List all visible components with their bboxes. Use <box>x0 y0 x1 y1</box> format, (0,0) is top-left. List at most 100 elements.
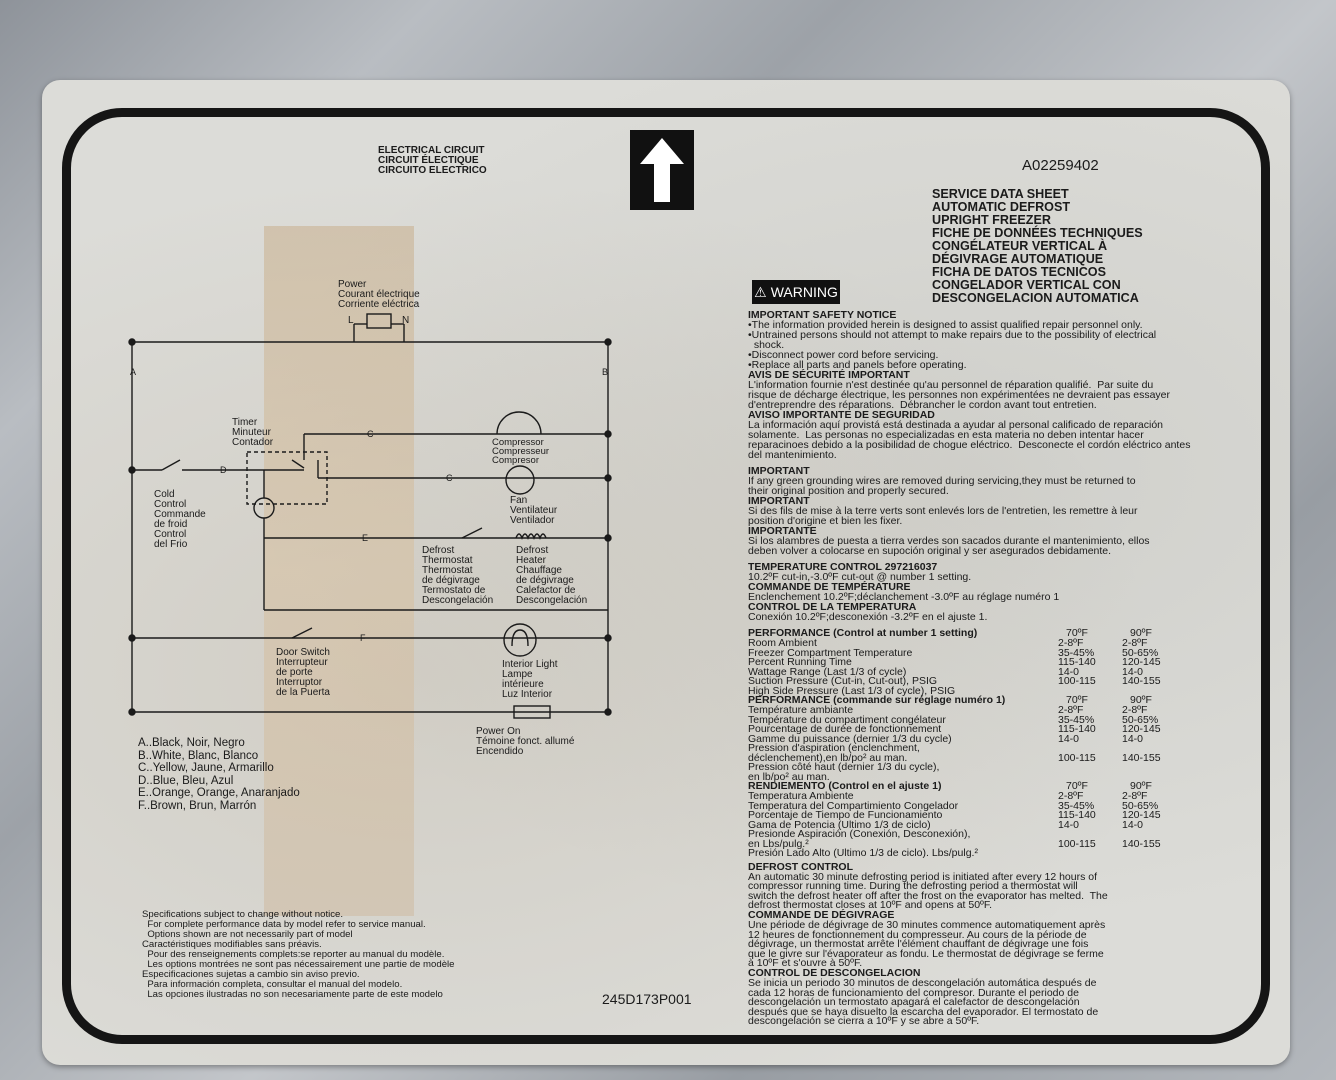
performance-value-70: 35-45% <box>1058 799 1095 812</box>
title-line: CONGÉLATEUR VERTICAL À <box>932 239 1108 253</box>
performance-row-label: Presión Lado Alto (Ultimo 1/3 de ciclo).… <box>748 847 978 859</box>
performance-value-90: 2-8ºF <box>1122 790 1148 802</box>
important-line: Si des fils de mise à la terre verts son… <box>748 505 1138 517</box>
up-arrow-icon <box>630 130 694 210</box>
fan-label: Ventilateur <box>510 505 558 516</box>
performance-value-90: 50-65% <box>1122 713 1159 726</box>
wire-color-legend: D..Blue, Bleu, Azul <box>138 774 234 787</box>
defrost-heater-label: Chauffage <box>516 565 562 576</box>
performance-value-90: 2-8ºF <box>1122 637 1148 649</box>
safety-line: •Disconnect power cord before servicing. <box>748 349 939 361</box>
performance-value-70: 100-115 <box>1058 675 1096 687</box>
title-line: CONGELADOR VERTICAL CON <box>932 278 1121 292</box>
performance-value-90: 14-0 <box>1122 665 1144 678</box>
performance-value-70: 2-8ºF <box>1058 704 1084 716</box>
performance-value-70: 100-115 <box>1058 837 1096 850</box>
door-switch-label: de porte <box>276 667 313 678</box>
performance-value-90: 2-8ºF <box>1122 704 1148 716</box>
label-border <box>62 108 1270 1044</box>
wire-f: F <box>360 633 366 643</box>
safety-line: •The information provided herein is desi… <box>748 319 1143 331</box>
defrost-thermostat-label: Descongelación <box>422 595 494 606</box>
power-label: Power <box>338 279 367 290</box>
performance-value-70: 14-0 <box>1058 665 1080 678</box>
performance-row-label: Pourcentage de durée de fonctionnement <box>748 723 942 735</box>
circuit-title-es: CIRCUITO ELECTRICO <box>378 165 487 176</box>
defrost-line: Se inicia un periodo 30 minutos de desco… <box>748 976 1097 989</box>
service-data-label: ELECTRICAL CIRCUIT CIRCUIT ÉLECTIQUE CIR… <box>42 80 1290 1065</box>
spec-note-line: Pour des renseignements complets:se repo… <box>142 949 445 960</box>
performance-row-label: Porcentaje de Tiempo de Funcionamiento <box>748 809 943 821</box>
performance-value-90: 14-0 <box>1122 732 1144 745</box>
performance-row-label: Percent Running Time <box>748 656 852 668</box>
col-70f: 70ºF <box>1066 780 1088 792</box>
defrost-line: à 10ºF et s'ouvre à 50ºF. <box>748 957 863 970</box>
performance-value-90: 50-65% <box>1122 646 1159 659</box>
performance-row-label: déclenchement),en lb/po² au man. <box>748 751 908 764</box>
wire-c: C <box>367 429 374 439</box>
cold-control-label: de froid <box>154 519 188 530</box>
performance-row-label: Température ambiante <box>748 704 854 716</box>
title-line: FICHA DE DATOS TECNICOS <box>932 265 1106 279</box>
defrost-header: DEFROST CONTROL <box>748 860 853 873</box>
warning-text: WARNING <box>770 284 838 300</box>
label-stain <box>264 226 414 916</box>
temp-control-line: 10.2ºF cut-in,-3.0ºF cut-out @ number 1 … <box>748 571 972 583</box>
compressor-label: Compressor <box>492 437 544 448</box>
performance-row-label: Temperatura Ambiente <box>748 790 854 802</box>
interior-light-label: intérieure <box>502 679 544 690</box>
interior-light-label: Interior Light <box>502 659 558 670</box>
title-line: SERVICE DATA SHEET <box>932 187 1069 201</box>
defrost-thermostat-label: Thermostat <box>422 565 473 576</box>
performance-value-90: 120-145 <box>1122 723 1161 735</box>
wire-a: A <box>130 367 137 377</box>
wire-c: C <box>446 473 453 483</box>
performance-row-label: Suction Pressure (Cut-in, Cut-out), PSIG <box>748 675 938 687</box>
title-line: UPRIGHT FREEZER <box>932 213 1051 227</box>
timer-label: Timer <box>232 417 258 428</box>
wiring-diagram <box>128 313 612 719</box>
cold-control-label: Control <box>154 499 187 510</box>
performance-value-70: 2-8ºF <box>1058 790 1084 802</box>
defrost-heater-label: Calefactor de <box>516 585 576 596</box>
defrost-line: switch the defrost heater off after the … <box>748 889 1108 902</box>
defrost-line: después que se haya disuelto la escarcha… <box>748 1005 1099 1018</box>
defrost-heater-label: Heater <box>516 555 547 566</box>
power-label: Corriente eléctrica <box>338 299 420 310</box>
spec-note-line: Para información completa, consultar el … <box>142 979 403 990</box>
avis-line: L'information fournie n'est destinée qu'… <box>748 379 1154 391</box>
warning-triangle-icon: ⚠ <box>754 283 767 300</box>
important-line: their original position and properly sec… <box>748 485 949 497</box>
power-on-label: Témoine fonct. allumé <box>476 736 575 747</box>
fan-label: Fan <box>510 495 528 506</box>
aviso-line: solamente. Las personas no especializada… <box>748 429 1144 441</box>
cold-control-label: Control <box>154 529 187 540</box>
performance-value-90: 140-155 <box>1122 751 1161 764</box>
door-switch-label: de la Puerta <box>276 687 330 698</box>
performance-value-70: 115-140 <box>1058 656 1096 668</box>
important-line: Si los alambres de puesta a tierra verde… <box>748 535 1150 547</box>
power-on-label: Power On <box>476 726 521 737</box>
defrost-heater-label: de dégivrage <box>516 575 574 586</box>
defrost-line: defrost thermostat closes at 10ºF and op… <box>748 899 993 912</box>
defrost-line: descongelación un termostato apagará el … <box>748 996 1080 1009</box>
cold-control-label: del Frio <box>154 539 188 550</box>
wire-b: B <box>602 367 609 377</box>
timer-label: Minuteur <box>232 427 271 438</box>
important-line: position d'origine et bien les fixer. <box>748 515 903 527</box>
performance-row-label: Température du compartiment congélateur <box>748 713 946 726</box>
temp-control-header: TEMPERATURE CONTROL 297216037 <box>748 561 938 573</box>
safety-line: •Untrained persons should not attempt to… <box>748 329 1157 341</box>
defrost-line: dégivrage, un thermostat arrête l'élémen… <box>748 938 1089 951</box>
temp-control-line: Conexión 10.2ºF;desconexión -3.2ºF en el… <box>748 611 988 623</box>
warning-badge: ⚠ WARNING <box>752 280 840 304</box>
defrost-thermostat-label: Termostato de <box>422 585 486 596</box>
circuit-title-fr: CIRCUIT ÉLECTIQUE <box>378 155 479 166</box>
title-line: AUTOMATIC DEFROST <box>932 200 1071 214</box>
compressor-label: Compresor <box>492 455 539 466</box>
door-switch-label: Interrupteur <box>276 657 328 668</box>
spec-note-line: Caractéristiques modifiables sans préavi… <box>142 939 322 950</box>
performance-row-label: Wattage Range (Last 1/3 of cycle) <box>748 665 907 678</box>
defrost-line: cada 12 horas de funcionamiento del comp… <box>748 986 1079 999</box>
compressor-label: Compresseur <box>492 446 550 457</box>
